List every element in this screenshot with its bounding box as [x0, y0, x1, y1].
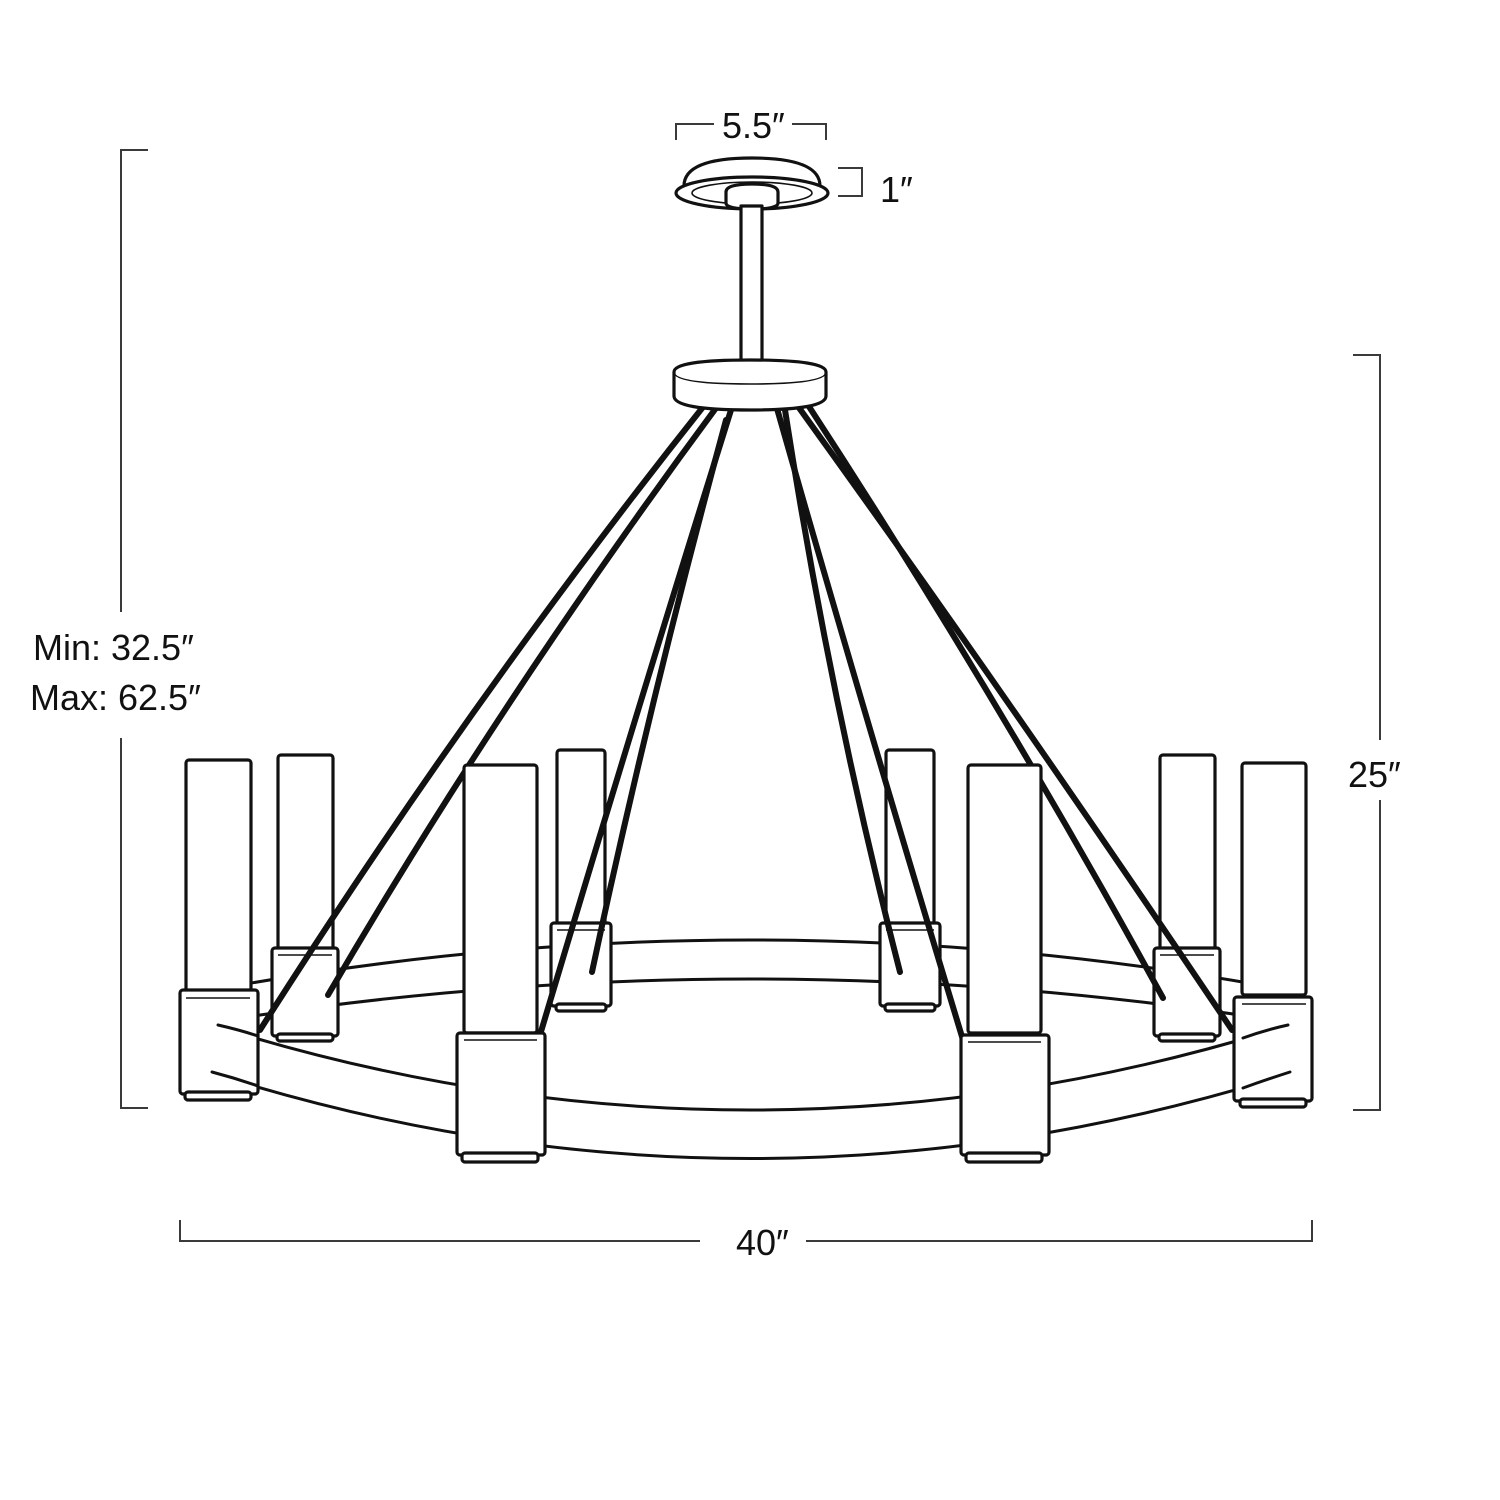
light-front-center-left: [455, 763, 547, 1164]
light-back-4: [1152, 753, 1222, 1043]
canopy-width-label: 5.5″: [722, 105, 785, 146]
light-front-right: [1232, 761, 1314, 1109]
light-back-2: [549, 748, 613, 1013]
canopy-height-label: 1″: [880, 169, 913, 210]
dimension-body-height: [1353, 354, 1381, 1111]
ring-end-caps: [210, 1023, 1292, 1090]
dimension-overall-height: [120, 149, 148, 1109]
dimension-canopy-height: [838, 167, 863, 197]
overall-height-max-label: Max: 62.5″: [30, 677, 201, 718]
down-rod: [739, 204, 764, 368]
support-rods: [257, 402, 1235, 1043]
dimension-canopy-width: [675, 123, 827, 140]
ceiling-canopy: [674, 156, 830, 211]
light-front-left: [178, 758, 260, 1102]
light-front-center-right: [959, 763, 1051, 1164]
ring-front: [206, 1023, 1297, 1160]
dimension-overall-width: [179, 1220, 1313, 1242]
center-hub: [672, 358, 828, 412]
body-height-label: 25″: [1348, 754, 1401, 795]
overall-width-label: 40″: [722, 1225, 803, 1261]
overall-height-min-label: Min: 32.5″: [33, 627, 194, 668]
ring-back: [238, 938, 1262, 1020]
